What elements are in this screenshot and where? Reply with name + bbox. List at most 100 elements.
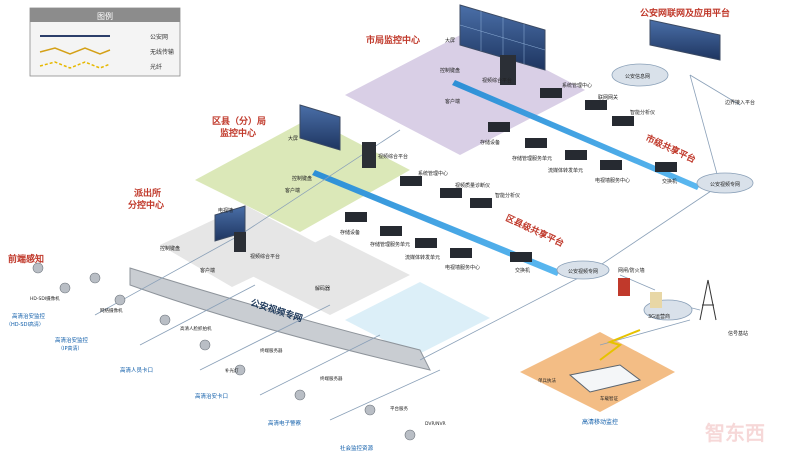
district-zone-panel [195,118,410,232]
zone-title-mobile: 高清移动监控 [582,418,618,426]
city-nms-device [540,88,562,98]
front-label: 网络摄像机 [100,307,123,314]
platform-node-label: 网闸/防火墙 [618,267,645,274]
city-share-beam [452,80,700,190]
station-node-label: 客户端 [200,267,215,274]
front-group-label-2b: （IP高清） [58,345,83,352]
district-node-label: 存储管理服务单元 [370,241,410,248]
city-node-label: 系统管理中心 [562,82,592,89]
district-node-label: 流媒体转发单元 [405,254,440,261]
district-matrix-rack [362,142,376,168]
platform-node-label: 公安信息网 [625,73,650,80]
legend-line-wireless [39,47,111,55]
platform-node-label: 公安视频专网 [710,181,740,188]
city-node-label: 大屏 [445,37,455,44]
legend-item-label: 无线传输 [150,48,174,56]
3g-device [650,292,662,308]
front-label: 补光灯 [225,367,239,374]
city-node-label: 存储设备 [480,139,500,146]
front-label: 高清人脸抓拍机 [180,325,212,332]
district-node-label: 视频综合平台 [378,153,408,160]
platform-node-label: 信号基站 [728,330,748,337]
zone-title-city: 市局监控中心 [366,34,420,46]
front-label: 终端服务器 [320,375,343,382]
district-node-label: 交换机 [515,267,530,274]
platform-node-label: 公安视频专网 [568,268,598,275]
city-node-label: 智能分析仪 [630,109,655,116]
devices [345,88,677,308]
legend-item-label: 光纤 [150,63,162,71]
station-zone-panel-3 [345,282,490,356]
zone-title-station-1: 派出所 [134,187,161,199]
district-node-label: 客户端 [285,187,300,194]
city-node-label: 存储管理服务单元 [512,155,552,162]
zone-title-district-2: 监控中心 [220,127,256,139]
front-devices [32,262,416,441]
zone-title-frontend: 前端感知 [8,253,44,265]
district-nms-device [400,176,422,186]
front-label: 平台服务 [390,405,408,412]
camera-icon [59,282,71,294]
camera-icon [32,262,44,274]
zone-title-station-2: 分控中心 [128,199,164,211]
legend-item-label: 公安网 [150,33,168,41]
station-node-label: 视频综合平台 [250,253,280,260]
district-node-label: 视频质量诊断仪 [455,182,490,189]
special-net-cloud-2 [556,260,610,280]
district-switch-device [510,252,532,262]
camera-icon [404,429,416,441]
police-net-band [129,267,431,371]
camera-icon [234,364,246,376]
city-tvwall-device [600,160,622,170]
station-node-label: 控制键盘 [160,245,180,252]
signal-tower-icon [699,279,717,321]
city-node-label: 客户端 [445,98,460,105]
camera-icon [159,314,171,326]
front-label: 高清人员卡口 [120,366,153,374]
platform-node-label: 边界接入平台 [725,99,755,106]
front-label: 车载智证 [600,395,618,402]
front-label: 终端服务器 [260,347,283,354]
district-node-label: 控制键盘 [292,175,312,182]
district-node-label: 大屏 [288,135,298,142]
station-node-label: 解码器 [315,285,330,292]
district-share-label: 区县级共享平台 [504,212,566,250]
city-matrix-rack [500,55,516,85]
front-group-label-1b: （HD-SDI高清） [6,321,44,328]
city-share-label: 市级共享平台 [644,132,698,166]
city-switch-device [655,162,677,172]
front-label: 单兵执法 [538,377,556,384]
station-matrix-rack [234,232,246,252]
zone-title-platform: 公安网联网及应用平台 [640,7,730,19]
city-node-label: 视频综合平台 [482,77,512,84]
platform-monitors [649,19,721,61]
city-video-wall [459,4,546,71]
district-share-beam [312,170,560,276]
front-label: DVR/NVR [425,421,446,427]
district-stream-device [415,238,437,248]
legend-box [29,7,181,77]
legend-title: 图例 [97,11,113,21]
police-info-cloud [611,63,669,87]
camera-icon [114,294,126,306]
district-storage-device [345,212,367,222]
legend-line-fiber [39,61,111,69]
city-storage-device [488,122,510,132]
camera-icon [294,389,306,401]
district-quality-device [440,188,462,198]
front-label: 高清电子警察 [268,419,302,427]
front-label: 社会监控资源 [340,444,374,452]
city-stream-device [565,150,587,160]
city-gateway-device [585,100,607,110]
platform-node-label: 3G运营商 [648,313,670,320]
front-group-label-1a: 高清治安监控 [12,312,46,320]
district-node-label: 存储设备 [340,229,360,236]
watermark: 智东西 [705,421,765,445]
front-label: HD-SDI摄像机 [30,295,60,302]
city-node-label: 控制键盘 [440,67,460,74]
city-node-label: 流媒体转发单元 [548,167,583,174]
front-group-label-2a: 高清治安监控 [55,336,89,344]
district-storage-mgr-device [380,226,402,236]
